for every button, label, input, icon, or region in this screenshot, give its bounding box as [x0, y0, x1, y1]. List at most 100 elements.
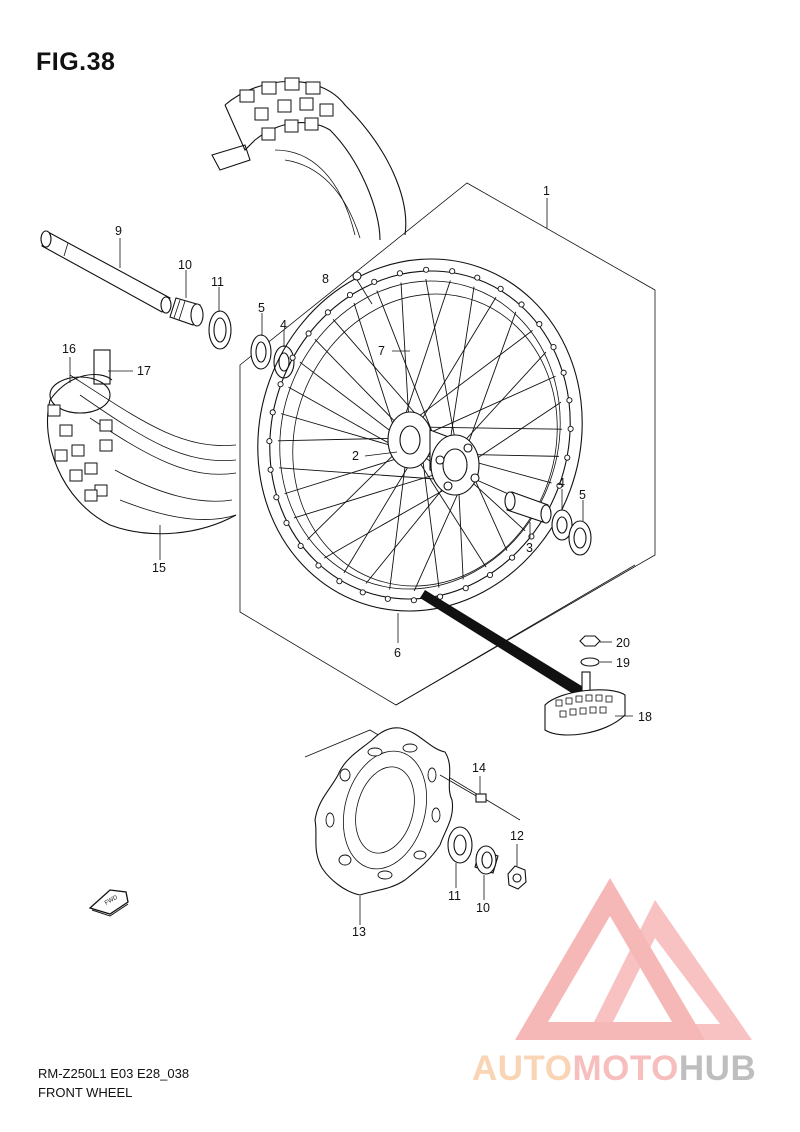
- callout-5-upper: 5: [258, 301, 265, 315]
- callout-14: 14: [472, 761, 486, 775]
- axle-9: [40, 230, 172, 314]
- callout-17: 17: [137, 364, 151, 378]
- hub-2: [387, 411, 480, 496]
- seal-5-upper: [250, 334, 272, 370]
- spoke-nipple: [423, 266, 430, 273]
- callout-12: 12: [510, 829, 524, 843]
- spoke: [419, 426, 563, 430]
- callout-11-upper: 11: [211, 275, 224, 289]
- tire-15-top: [211, 77, 407, 241]
- callout-4-lower: 4: [558, 476, 565, 490]
- spoke: [421, 450, 440, 588]
- spoke: [457, 482, 464, 580]
- spoke-nipple: [283, 519, 290, 526]
- watermark-text: AUTOMOTOHUB: [472, 1049, 756, 1089]
- washer-19: [580, 657, 600, 667]
- model-code: RM-Z250L1 E03 E28_038: [38, 1066, 190, 1081]
- spoke: [277, 437, 397, 442]
- spoke-nipple: [474, 274, 481, 281]
- seal-5-lower: [568, 520, 592, 556]
- watermark-moto: MOTO: [572, 1049, 679, 1088]
- bolt-14: [439, 774, 487, 803]
- brake-disc-13: [314, 727, 454, 896]
- watermark-logo: [515, 878, 752, 1040]
- spoke: [288, 386, 398, 449]
- spacer-3: [504, 491, 552, 524]
- spoke-nipple: [315, 562, 322, 569]
- brake-disc-outline: [304, 729, 521, 821]
- callout-1: 1: [543, 184, 550, 198]
- callout-19: 19: [616, 656, 630, 670]
- spoke: [417, 296, 497, 426]
- section-name: FRONT WHEEL: [38, 1085, 133, 1100]
- spoke-nipple: [560, 369, 567, 376]
- spoke: [425, 279, 457, 448]
- rim-lock-band: [420, 590, 585, 697]
- spoke: [468, 401, 562, 465]
- spoke-nipple: [359, 589, 366, 596]
- bearing-4-upper: [273, 345, 295, 379]
- nut-12: [507, 865, 527, 890]
- spoke: [365, 480, 450, 584]
- callout-2: 2: [352, 449, 359, 463]
- spoke: [293, 471, 443, 519]
- spoke-nipple: [324, 309, 331, 316]
- spoke: [400, 282, 410, 423]
- spoke-nipple: [497, 285, 504, 292]
- spoke-nipple: [336, 578, 343, 585]
- callout-4-upper: 4: [280, 318, 287, 332]
- spoke: [279, 467, 448, 481]
- spoke: [401, 280, 451, 426]
- spoke-nipple: [550, 344, 557, 351]
- leader-lines: [69, 198, 633, 925]
- spoke: [376, 290, 443, 458]
- callout-5-lower: 5: [579, 488, 586, 502]
- collar-10-lower: [474, 845, 499, 875]
- seal-11-left: [208, 310, 232, 350]
- collar-10-left: [169, 297, 204, 327]
- spoke-nipple: [536, 321, 543, 328]
- callout-6: 6: [394, 646, 401, 660]
- spoke-nipple: [384, 595, 391, 602]
- spoke: [423, 375, 556, 436]
- spoke-nipple: [567, 425, 574, 432]
- spoke: [314, 338, 401, 428]
- callout-3: 3: [526, 541, 533, 555]
- spoke-nipple: [396, 270, 403, 277]
- spoke-nipple: [297, 542, 304, 549]
- seal-11-lower: [447, 826, 473, 864]
- spoke: [448, 286, 475, 449]
- spoke-nipple: [518, 301, 525, 308]
- callout-20: 20: [616, 636, 630, 650]
- watermark-auto: AUTO: [472, 1049, 573, 1088]
- tire-15-bottom: [46, 373, 237, 535]
- callout-15: 15: [152, 561, 166, 575]
- watermark-hub: HUB: [678, 1049, 757, 1088]
- spoke: [410, 330, 533, 423]
- callout-13: 13: [352, 925, 366, 939]
- callout-8: 8: [322, 272, 329, 286]
- spoke: [464, 311, 517, 453]
- callout-labels: 1 2 3 4 4 5 5 6 7 8 9 10 10 11 11 12 13 …: [62, 184, 652, 939]
- figure-title: FIG.38: [36, 48, 116, 76]
- screw-8: [352, 271, 373, 305]
- spoke: [466, 454, 559, 457]
- spoke: [353, 302, 397, 436]
- spoke-nipple: [371, 278, 378, 285]
- callout-9: 9: [115, 224, 122, 238]
- spoke-nipple: [346, 291, 354, 299]
- callout-10-lower: 10: [476, 901, 490, 915]
- spoke-nipple: [410, 597, 417, 604]
- spoke-nipple: [273, 494, 280, 501]
- spoke: [415, 456, 487, 568]
- spoke-nipple: [486, 571, 494, 579]
- spoke-nipple: [305, 330, 312, 337]
- spoke: [307, 449, 399, 540]
- spoke-nipple: [556, 482, 563, 489]
- callout-18: 18: [638, 710, 652, 724]
- bearing-4-lower: [551, 509, 573, 541]
- callout-16: 16: [62, 342, 76, 356]
- spoke: [413, 477, 466, 592]
- callout-7: 7: [378, 344, 385, 358]
